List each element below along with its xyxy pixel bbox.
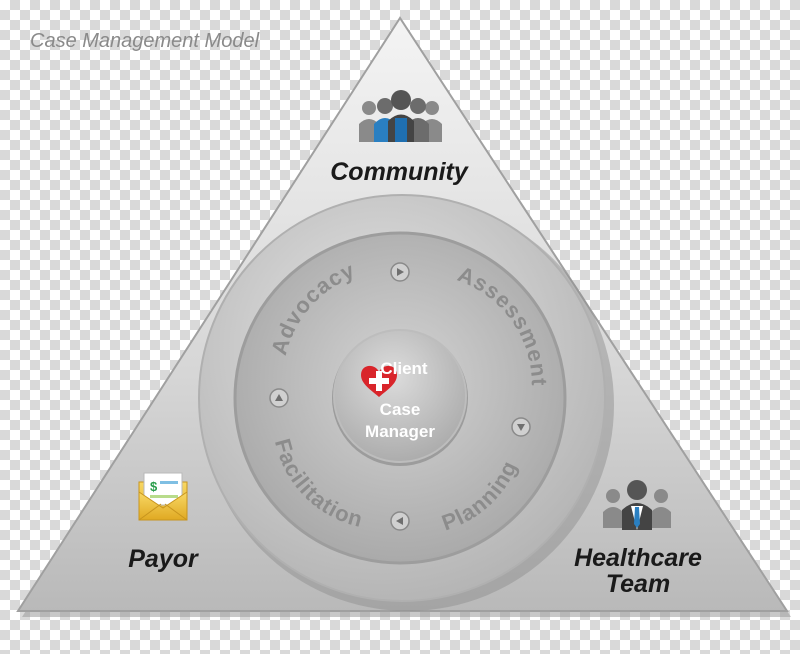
diagram-title: Case Management Model [30, 30, 260, 52]
arrow-icon [390, 262, 410, 282]
svg-text:$: $ [150, 479, 158, 494]
businessmen-icon [603, 480, 671, 530]
center-label-client: Client [380, 359, 428, 378]
node-payor: Payor [128, 545, 199, 573]
heart-cross-icon [361, 365, 397, 397]
node-team: Team [606, 570, 670, 598]
node-healthcare: Healthcare [574, 544, 702, 572]
center-disc [333, 329, 467, 463]
arrow-icon [269, 388, 289, 408]
center-label-manager: Manager [365, 422, 435, 441]
envelope-invoice-icon: $ [138, 472, 188, 521]
node-community: Community [330, 158, 469, 186]
arrow-icon [390, 511, 410, 531]
arrow-icon [511, 417, 531, 437]
center-label-case: Case [380, 400, 421, 419]
people-group-icon [359, 90, 442, 142]
